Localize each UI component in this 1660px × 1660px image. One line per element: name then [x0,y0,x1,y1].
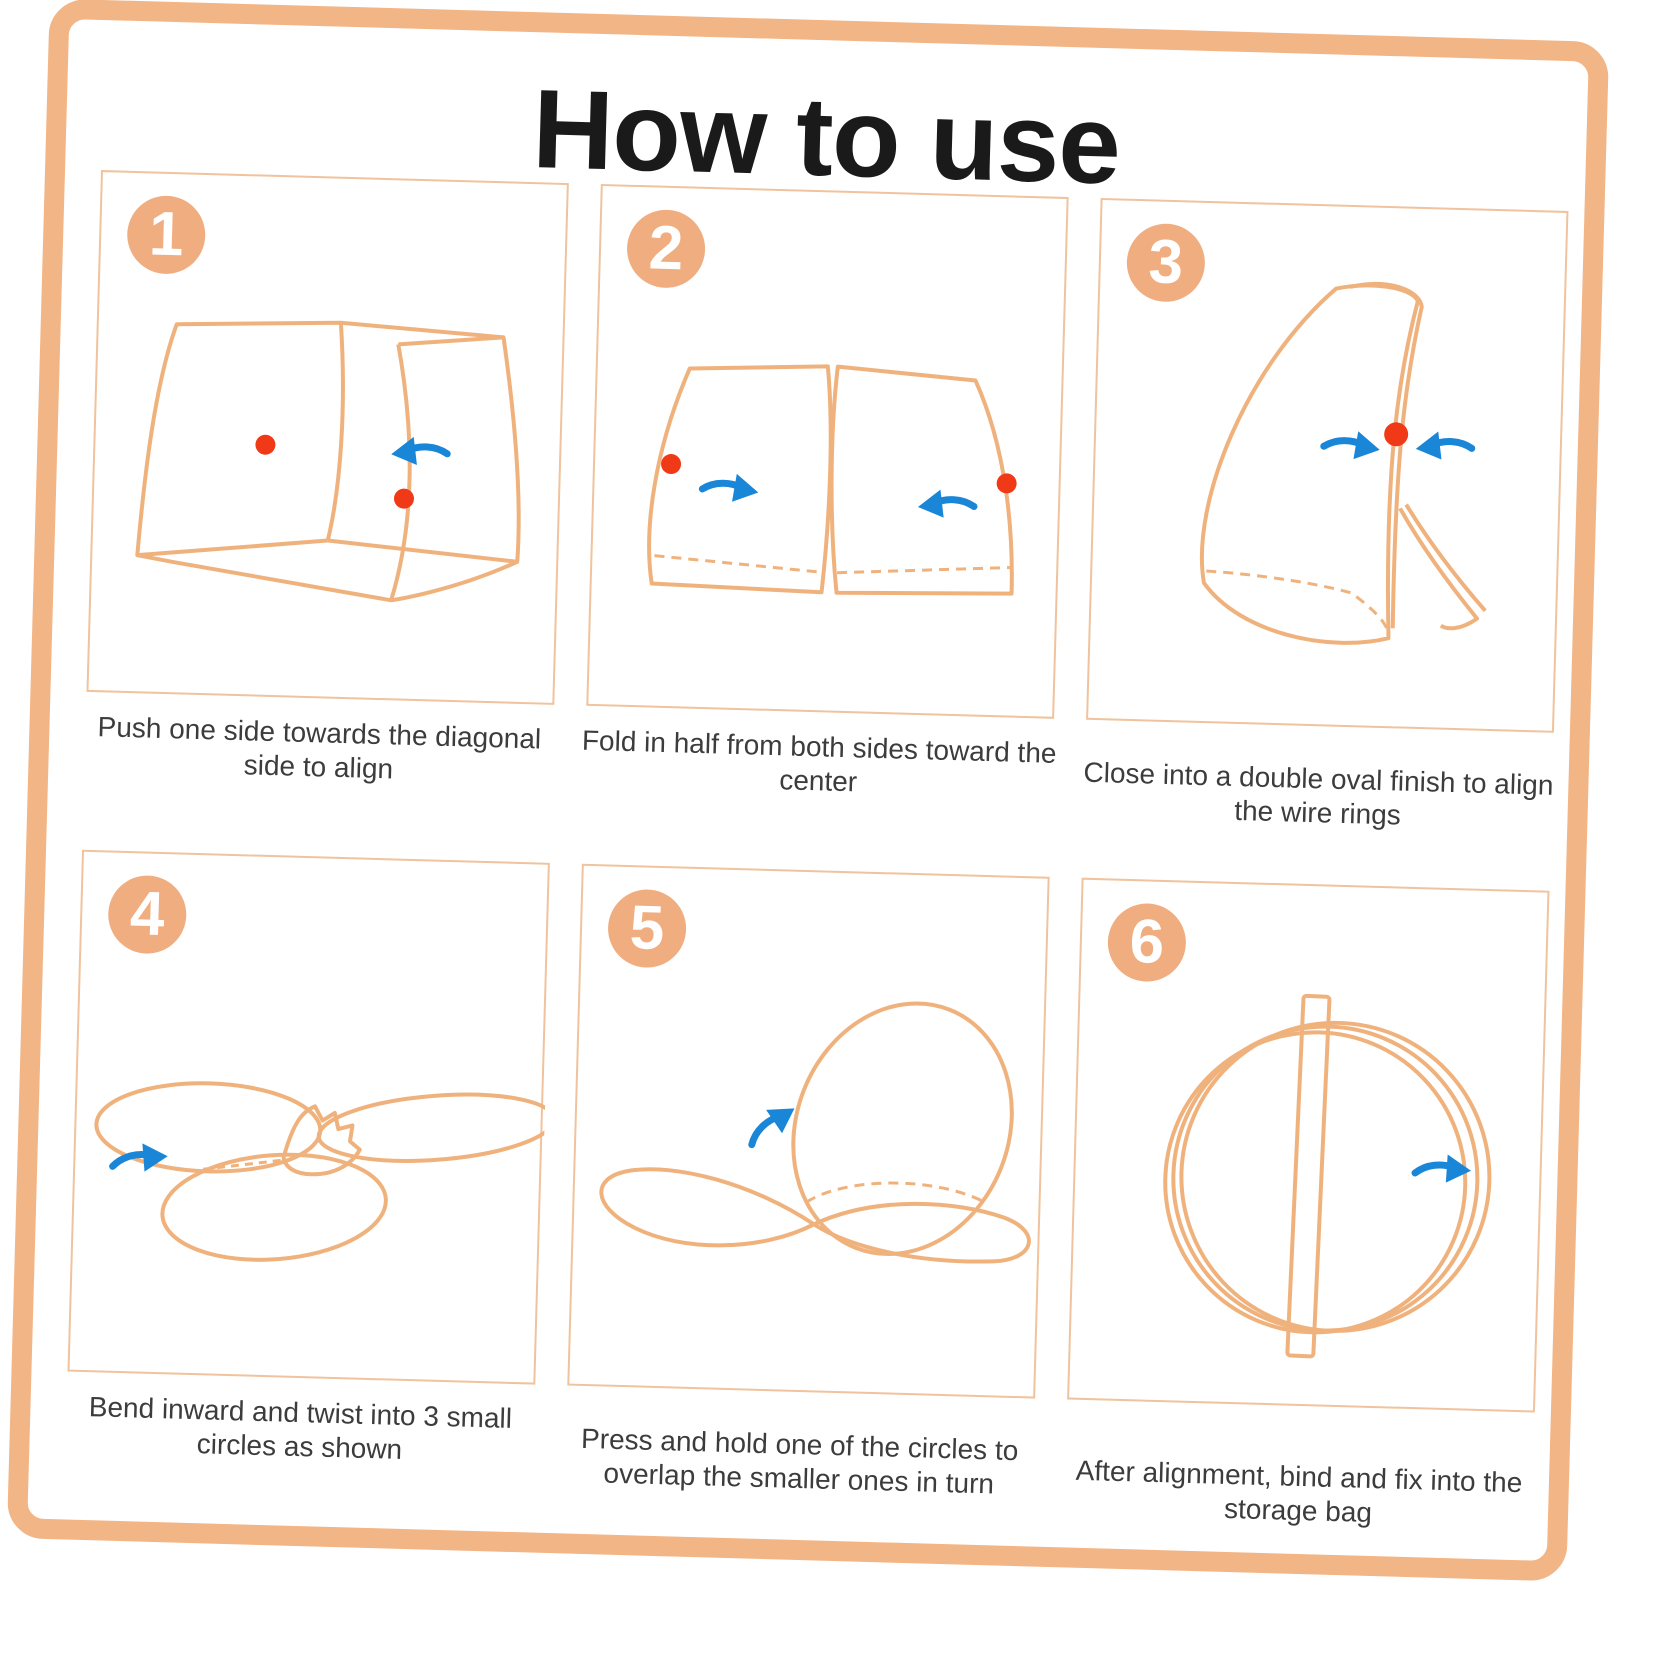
step-6-caption: After alignment, bind and fix into the s… [1075,1454,1523,1529]
overlapping-loop [599,1167,816,1248]
red-dot [255,434,276,455]
storage-band [1285,993,1332,1359]
blue-arrow-icon [702,473,759,503]
hand-icon [281,1104,362,1177]
dashed-fold-line [837,566,1011,575]
step-6-illustration [1163,993,1492,1359]
wire-ring-tail [1404,503,1487,613]
folded-oval-front [1199,283,1420,645]
right-fold-half [829,364,1014,596]
step-6-panel: 6 [1067,877,1550,1413]
popup-base-line [137,538,328,558]
red-dot [393,488,414,509]
blue-arrow-icon [109,1139,170,1178]
step-4-caption: Bend inward and twist into 3 small circl… [88,1391,513,1465]
blue-arrow-icon [1323,430,1380,460]
folded-oval-back [1349,282,1424,629]
step-5-illustration [599,1001,1031,1264]
left-fold-half [647,364,833,595]
instruction-card: How to use 1 Push one side toward [6,0,1610,1582]
step-1-caption: Push one side towards the diagonal side … [97,711,542,785]
dashed-wire-line [203,1158,288,1171]
twisted-loop [160,1152,388,1262]
step-3-illustration [1199,282,1487,645]
blue-arrow-icon [918,489,975,519]
blue-arrow-icon [1415,431,1472,461]
overlapping-loop [811,1201,1031,1264]
coiled-ring [1179,1020,1492,1333]
dashed-oval-line [1206,569,1391,635]
step-2-illustration [647,364,1017,596]
step-2-panel: 2 [586,183,1069,719]
coiled-ring [1163,1030,1468,1335]
step-4-panel: 4 [67,849,552,1385]
popup-right-edge [389,344,412,601]
red-dot [1384,422,1409,447]
step-3-caption: Close into a double oval finish to align… [1083,756,1554,831]
popup-base-line-right [327,538,518,564]
dashed-wire-line [805,1181,988,1205]
step-5-panel: 5 [567,863,1050,1399]
blue-arrow-icon [391,436,448,466]
popup-outer-outline [135,320,521,603]
red-dot [661,454,682,475]
overlapping-loop [791,1001,1014,1257]
step-1-panel: 1 [86,170,569,705]
step-1-illustration [135,320,521,603]
step-2-caption: Fold in half from both sides toward the … [581,724,1057,798]
red-dot [996,473,1017,494]
wire-ring-tail [1398,507,1480,631]
popup-top-edge [398,335,504,347]
step-5-caption: Press and hold one of the circles to ove… [580,1422,1019,1500]
twisted-loop [316,1092,552,1163]
twisted-loop [94,1081,323,1174]
dashed-fold-line [654,554,823,574]
step-3-panel: 3 [1086,197,1569,733]
step-4-illustration [94,1081,552,1262]
popup-fold-line [325,322,345,541]
